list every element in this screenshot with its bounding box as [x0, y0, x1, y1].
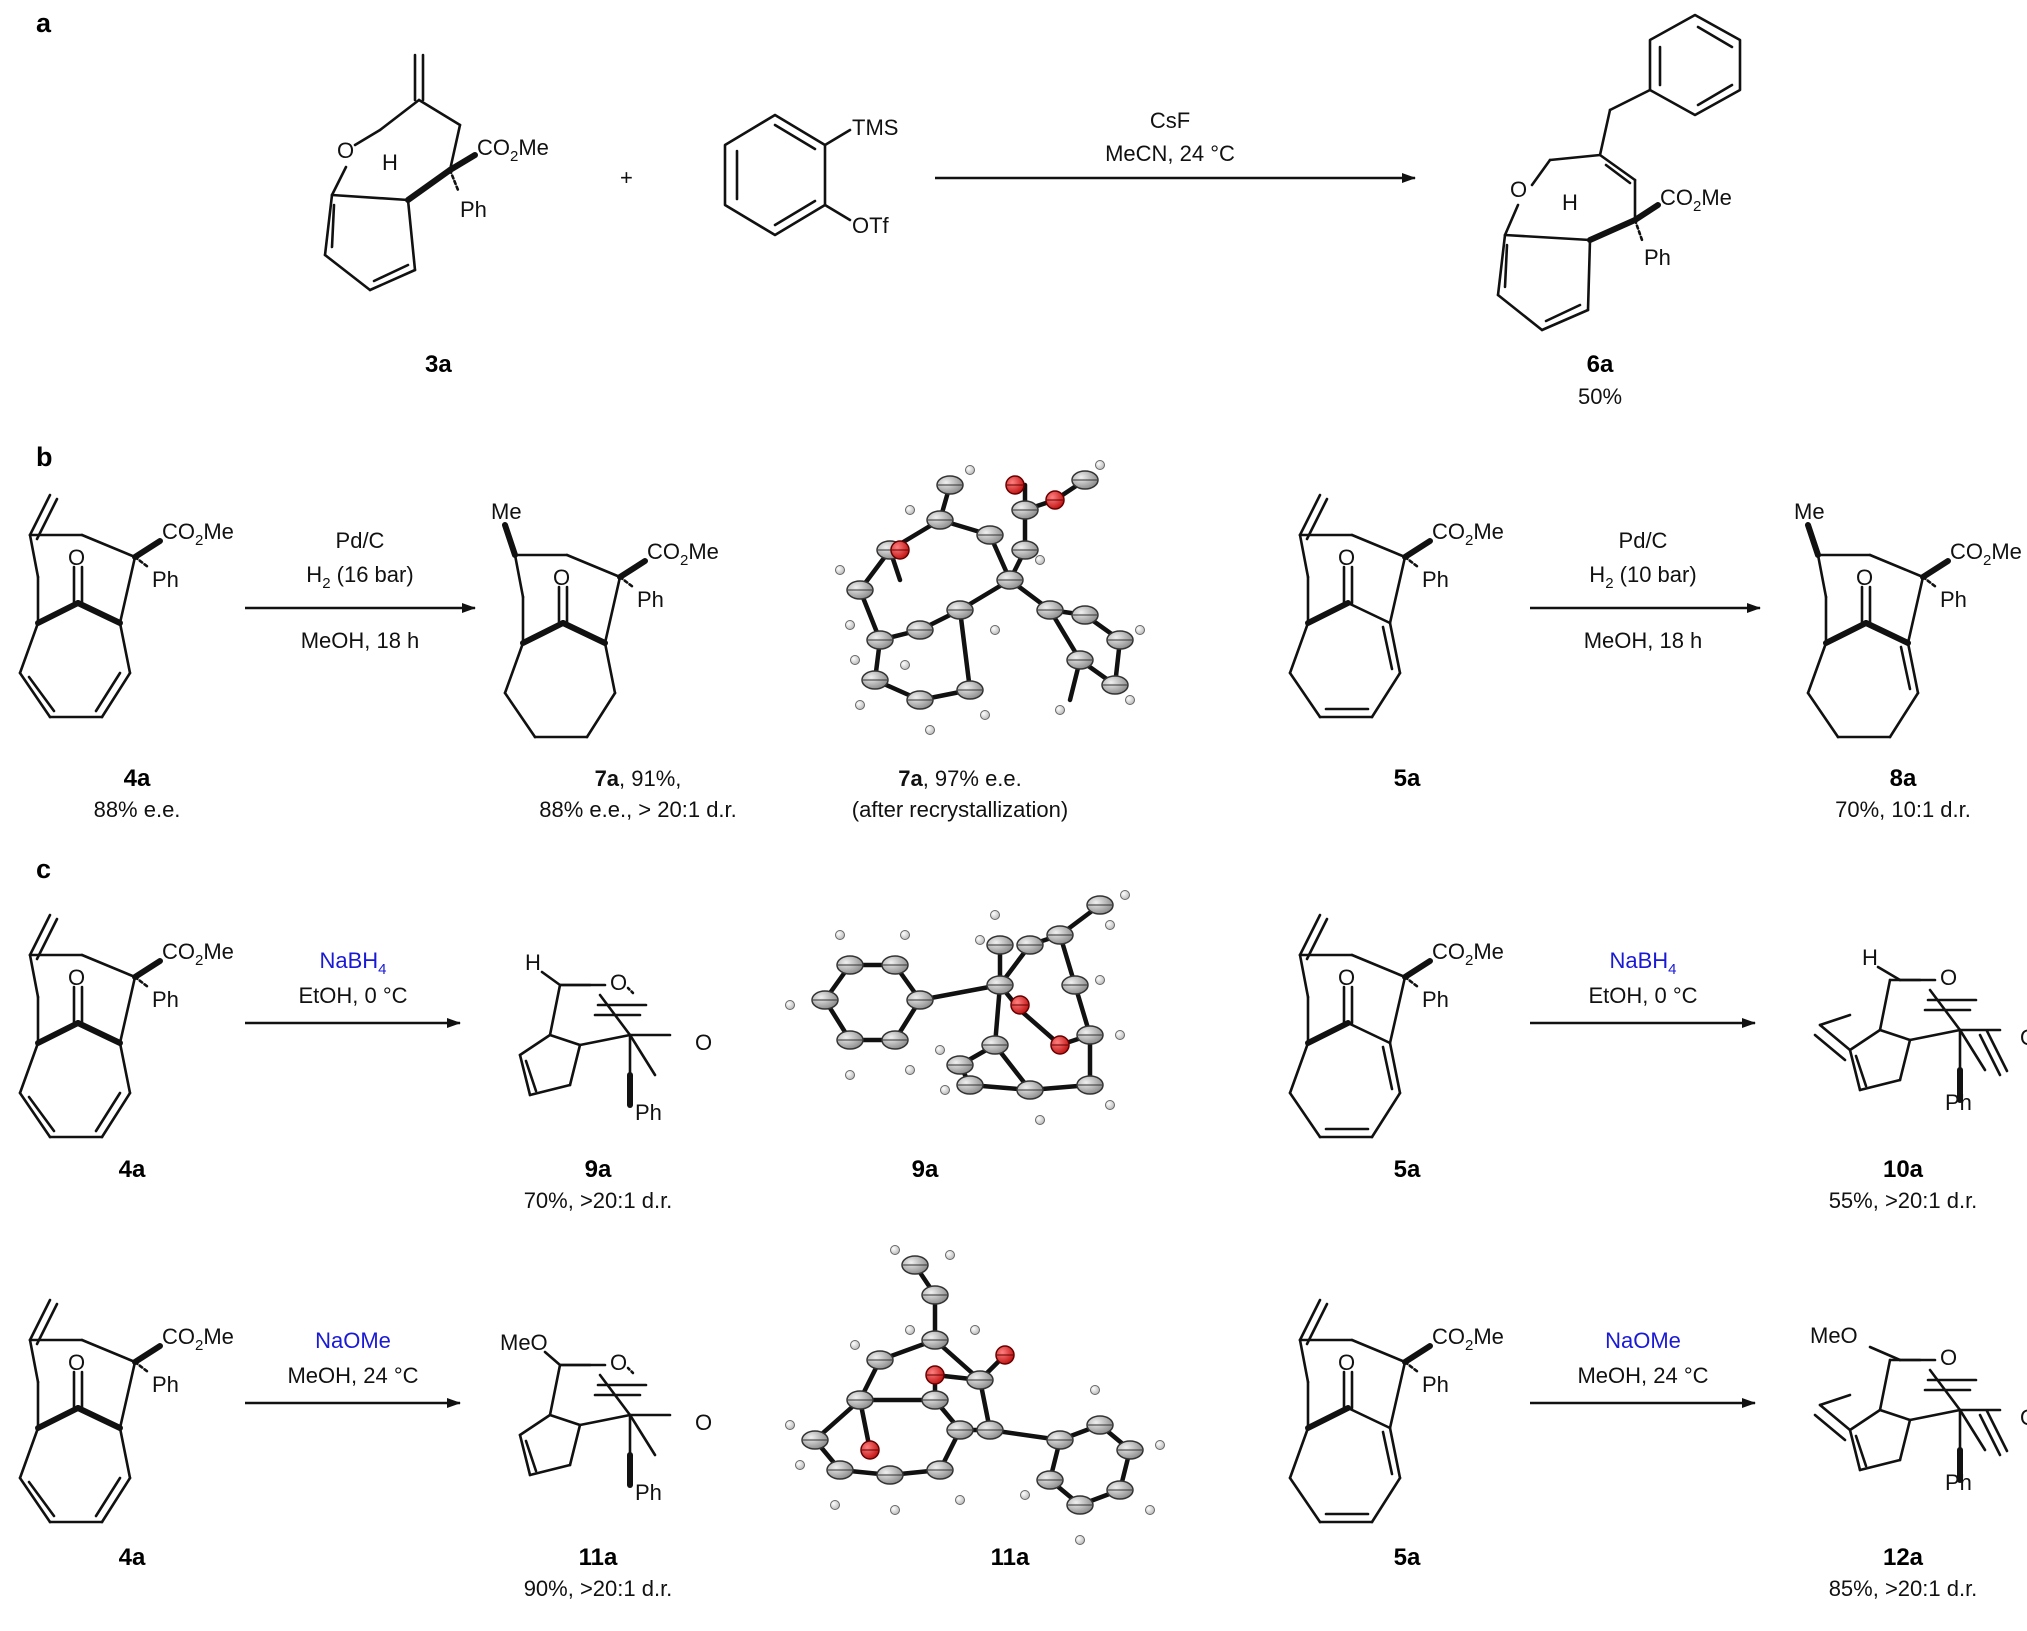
- compound-label-3a: 3a: [425, 351, 452, 378]
- svg-text:H: H: [1862, 945, 1878, 970]
- condition-c3-top: NaOMe: [315, 1328, 391, 1353]
- condition-c4-top: NaOMe: [1605, 1328, 1681, 1353]
- structure-8a: [1794, 499, 2022, 737]
- compound-label-5a-c1: 5a: [1394, 1156, 1421, 1183]
- compound-label-4a-c1: 4a: [119, 1156, 146, 1183]
- structure-12a: MeO O O Ph: [1810, 1323, 2027, 1495]
- compound-label-4a-c2: 4a: [119, 1544, 146, 1571]
- ee-7a: 88% e.e., > 20:1 d.r.: [539, 797, 737, 822]
- structure-7a: [491, 499, 719, 737]
- xray-7a: [835, 460, 1145, 735]
- svg-text:H: H: [1562, 190, 1578, 215]
- condition-b1-top1: Pd/C: [336, 528, 385, 553]
- svg-text:OTf: OTf: [852, 213, 890, 238]
- condition-c2-top: NaBH4: [1609, 948, 1676, 978]
- structure-4a-b: [20, 495, 234, 717]
- svg-text:O: O: [1940, 1345, 1957, 1370]
- compound-label-11a-xray: 11a: [991, 1544, 1030, 1571]
- structure-5a-c2: [1290, 1300, 1504, 1522]
- svg-text:O: O: [337, 138, 354, 163]
- svg-text:O: O: [610, 1350, 627, 1375]
- structure-10a: H O O Ph: [1813, 945, 2027, 1115]
- condition-b2-bottom: MeOH, 18 h: [1584, 628, 1703, 653]
- compound-label-5a-c2: 5a: [1394, 1544, 1421, 1571]
- compound-label-9a-xray: 9a: [912, 1156, 939, 1183]
- svg-text:O: O: [2020, 1405, 2027, 1430]
- svg-text:O: O: [2020, 1025, 2027, 1050]
- compound-label-12a: 12a: [1883, 1544, 1924, 1571]
- svg-text:H: H: [382, 150, 398, 175]
- compound-label-9a: 9a: [585, 1156, 612, 1183]
- condition-b2-top2: H2 (10 bar): [1589, 562, 1696, 592]
- svg-text:Ph: Ph: [1945, 1470, 1972, 1495]
- condition-b1-bottom: MeOH, 18 h: [301, 628, 420, 653]
- svg-text:O: O: [1510, 177, 1527, 202]
- condition-c4-bottom: MeOH, 24 °C: [1577, 1363, 1708, 1388]
- yield-11a: 90%, >20:1 d.r.: [524, 1576, 673, 1601]
- structure-11a: MeO O O Ph: [500, 1330, 712, 1505]
- condition-b1-top2: H2 (16 bar): [306, 562, 413, 592]
- yield-7a: 7a, 91%,: [595, 766, 682, 791]
- condition-c2-bottom: EtOH, 0 °C: [1588, 983, 1697, 1008]
- ee-7a-xray: 7a, 97% e.e.: [898, 766, 1022, 791]
- recrystallization-note: (after recrystallization): [852, 797, 1068, 822]
- structure-9a: H O O Ph: [520, 950, 712, 1125]
- svg-text:Ph: Ph: [1644, 245, 1671, 270]
- condition-c1-bottom: EtOH, 0 °C: [298, 983, 407, 1008]
- svg-text:O: O: [695, 1410, 712, 1435]
- structure-5a-c1: [1290, 915, 1504, 1137]
- compound-label-8a: 8a: [1890, 765, 1917, 792]
- yield-10a: 55%, >20:1 d.r.: [1829, 1188, 1978, 1213]
- structure-6a: O H CO2Me Ph: [1496, 13, 1742, 332]
- svg-text:O: O: [695, 1030, 712, 1055]
- structure-aryne-precursor: TMS OTf: [723, 113, 898, 238]
- svg-text:H: H: [525, 950, 541, 975]
- svg-text:CO2Me: CO2Me: [1660, 185, 1732, 215]
- compound-label-11a: 11a: [579, 1544, 618, 1571]
- xray-11a: [785, 1245, 1165, 1545]
- svg-text:CO2Me: CO2Me: [477, 135, 549, 165]
- structure-4a-c1: [20, 915, 234, 1137]
- structure-3a: O H CO2Me Ph: [323, 53, 549, 292]
- yield-12a: 85%, >20:1 d.r.: [1829, 1576, 1978, 1601]
- compound-label-10a: 10a: [1883, 1156, 1924, 1183]
- svg-text:O: O: [1940, 965, 1957, 990]
- xray-9a: [785, 890, 1130, 1125]
- yield-9a: 70%, >20:1 d.r.: [524, 1188, 673, 1213]
- plus-sign: +: [620, 165, 633, 190]
- panel-label-b: b: [36, 442, 53, 472]
- condition-b2-top1: Pd/C: [1619, 528, 1668, 553]
- ee-4a: 88% e.e.: [94, 797, 181, 822]
- svg-text:Ph: Ph: [635, 1480, 662, 1505]
- compound-label-4a-b: 4a: [124, 765, 151, 792]
- svg-text:Ph: Ph: [1945, 1090, 1972, 1115]
- yield-6a: 50%: [1578, 384, 1622, 409]
- compound-label-5a-b: 5a: [1394, 765, 1421, 792]
- compound-label-6a: 6a: [1587, 351, 1614, 378]
- svg-text:MeO: MeO: [1810, 1323, 1858, 1348]
- condition-c3-bottom: MeOH, 24 °C: [287, 1363, 418, 1388]
- svg-text:MeO: MeO: [500, 1330, 548, 1355]
- condition-a-bottom: MeCN, 24 °C: [1105, 141, 1235, 166]
- yield-8a: 70%, 10:1 d.r.: [1835, 797, 1971, 822]
- structure-5a-b: [1290, 495, 1504, 717]
- svg-text:O: O: [610, 970, 627, 995]
- svg-text:Ph: Ph: [635, 1100, 662, 1125]
- condition-c1-top: NaBH4: [319, 948, 386, 978]
- svg-text:Ph: Ph: [460, 197, 487, 222]
- condition-a-top: CsF: [1150, 108, 1190, 133]
- panel-label-a: a: [36, 8, 52, 38]
- panel-label-c: c: [36, 854, 51, 884]
- structure-4a-c2: [20, 1300, 234, 1522]
- svg-text:TMS: TMS: [852, 115, 898, 140]
